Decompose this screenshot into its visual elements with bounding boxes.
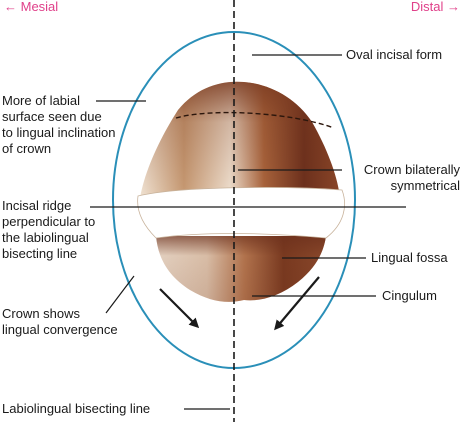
crown-symmetrical-line-1: Crown bilaterally — [363, 162, 460, 177]
crown-symmetrical-label: Crown bilaterally symmetrical — [340, 162, 460, 194]
labial-inclination-dashed-curve — [175, 111, 335, 129]
more-labial-line-4: of crown — [2, 141, 52, 156]
more-labial-line-2: surface seen due — [2, 109, 102, 124]
convergence-arrow-left — [159, 288, 200, 329]
lingual-fossa-label: Lingual fossa — [371, 250, 448, 265]
incisal-ridge-line-1: Incisal ridge — [2, 198, 72, 213]
incisal-ridge-label: Incisal ridge perpendicular to the labio… — [2, 198, 132, 262]
crown-convergence-line-2: lingual convergence — [2, 322, 118, 337]
distal-label: Distal → — [410, 0, 460, 14]
more-labial-label: More of labial surface seen due to lingu… — [2, 93, 142, 157]
crown-upper-shading — [140, 81, 340, 198]
cingulum-label: Cingulum — [382, 288, 437, 303]
more-labial-line-1: More of labial — [2, 93, 81, 108]
convergence-arrow-right — [274, 276, 320, 331]
more-labial-line-3: to lingual inclination — [2, 125, 116, 140]
incisal-ridge-band — [137, 187, 345, 239]
leader-convergence — [105, 275, 135, 314]
incisal-ridge-line-4: bisecting line — [2, 246, 78, 261]
crown-convergence-label: Crown shows lingual convergence — [2, 306, 142, 338]
mesial-label: ← Mesial — [4, 0, 59, 14]
crown-lower-shading — [156, 236, 326, 302]
incisal-ridge-line-3: the labiolingual — [2, 230, 89, 245]
crown-symmetrical-line-2: symmetrical — [390, 178, 460, 193]
crown-convergence-line-1: Crown shows — [2, 306, 81, 321]
incisal-ridge-line-2: perpendicular to — [2, 214, 96, 229]
oval-incisal-form-label: Oval incisal form — [346, 47, 443, 62]
bisecting-line-label: Labiolingual bisecting line — [2, 401, 151, 416]
